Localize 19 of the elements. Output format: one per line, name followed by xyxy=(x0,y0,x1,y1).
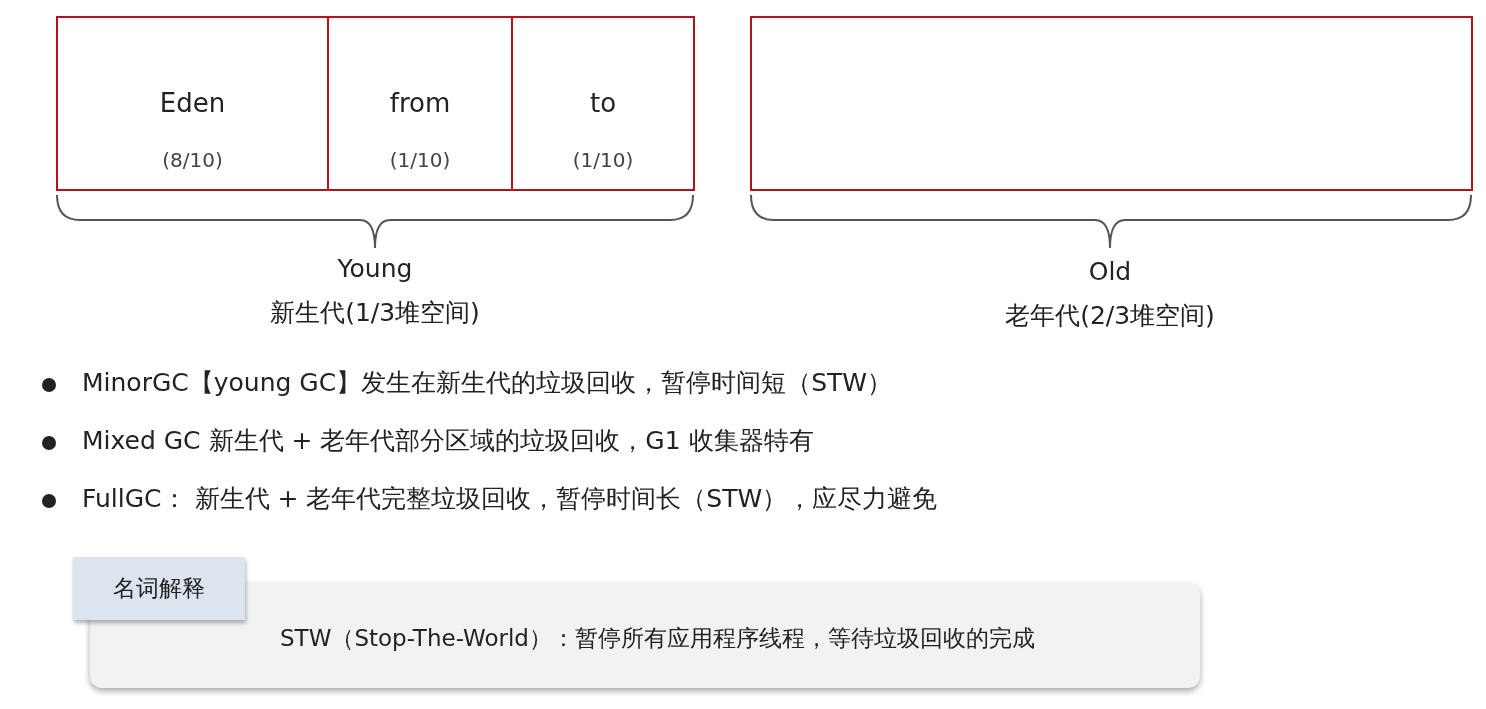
generation-name: Young xyxy=(336,254,414,283)
generation-size: 新生代(1/3堆空间) xyxy=(269,297,481,329)
region-name: to xyxy=(588,88,618,118)
bullet-text: MinorGC【young GC】发生在新生代的垃圾回收，暂停时间短（STW） xyxy=(82,367,893,399)
bullet-text: FullGC： 新生代 + 老年代完整垃圾回收，暂停时间长（STW），应尽力避免 xyxy=(82,483,938,515)
memory-region-box xyxy=(56,16,329,191)
memory-region-box xyxy=(327,16,513,191)
memory-region-box xyxy=(750,16,1473,191)
size-ratio: (1/10) xyxy=(571,148,635,172)
generation-name: Old xyxy=(1087,257,1133,286)
term-tab: 名词解释 xyxy=(73,557,245,620)
bullet-text: Mixed GC 新生代 + 老年代部分区域的垃圾回收，G1 收集器特有 xyxy=(82,425,814,457)
memory-region-box xyxy=(511,16,695,191)
generation-size: 老年代(2/3堆空间) xyxy=(1004,300,1216,332)
region-name: Eden xyxy=(158,88,227,118)
definition-text: STW（Stop-The-World）：暂停所有应用程序线程，等待垃圾回收的完成 xyxy=(280,624,1035,653)
region-name: from xyxy=(388,88,452,118)
size-ratio: (8/10) xyxy=(161,148,224,172)
size-ratio: (1/10) xyxy=(388,148,452,172)
